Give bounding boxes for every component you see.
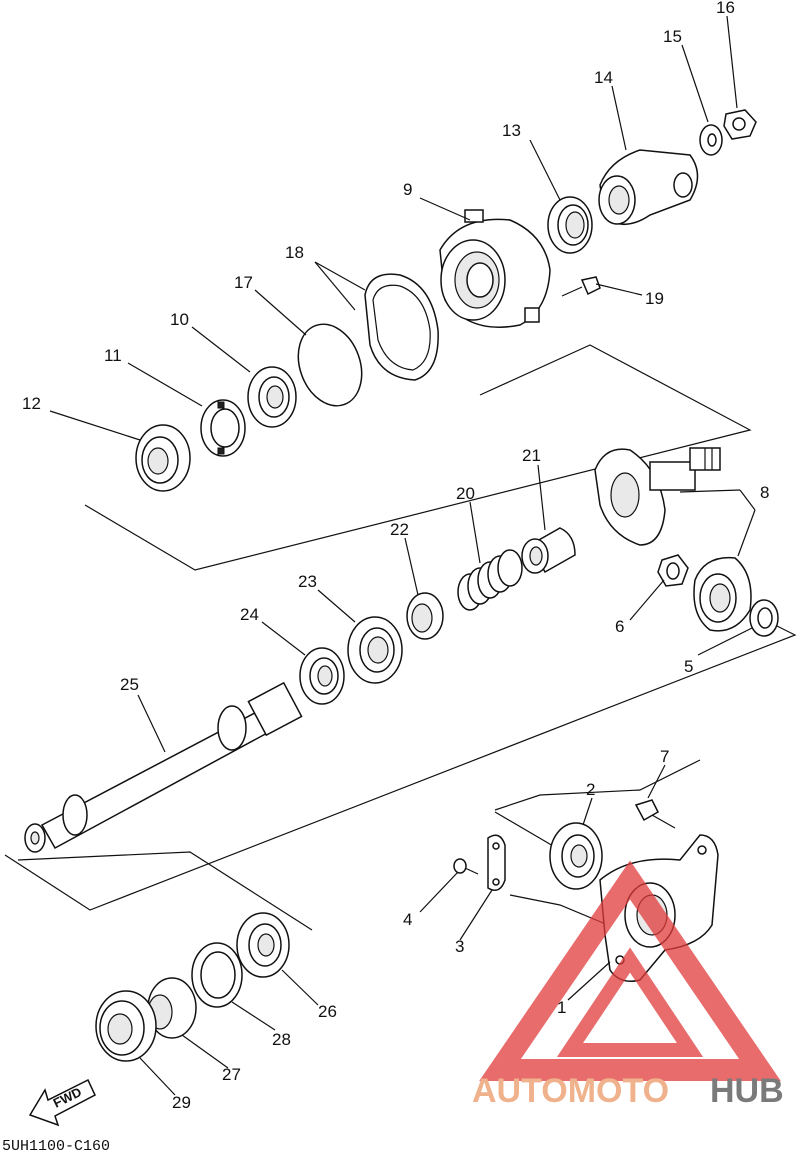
callout-25: 25 <box>120 675 139 694</box>
callout-28: 28 <box>272 1030 291 1049</box>
callout-11: 11 <box>104 346 122 365</box>
middle-group-outline <box>4 624 797 911</box>
part-18-shim <box>364 273 439 381</box>
callout-14: 14 <box>594 68 613 87</box>
part-25-shaft <box>24 681 303 853</box>
part-4-screw <box>453 858 479 875</box>
callout-21: 21 <box>522 446 541 465</box>
part-12-oil-seal <box>135 424 191 492</box>
part-19-bolt <box>561 276 601 297</box>
callout-29: 29 <box>172 1093 191 1112</box>
leader-lines <box>49 15 756 1096</box>
part-7-bolt <box>634 799 676 829</box>
diagram-code: 5UH1100-C160 <box>2 1138 110 1154</box>
callout-12: 12 <box>22 394 41 413</box>
callout-4: 4 <box>403 910 412 929</box>
callout-17: 17 <box>234 273 253 292</box>
part-24-bearing <box>299 647 345 705</box>
part-23-bearing <box>347 616 403 684</box>
lower-right-outline <box>494 759 701 811</box>
callout-7: 7 <box>660 747 669 766</box>
watermark-text-automoto: AUTOMOTO <box>472 1072 669 1110</box>
callout-8: 8 <box>760 483 769 502</box>
callout-15: 15 <box>663 27 682 46</box>
callout-6: 6 <box>615 617 624 636</box>
callout-19: 19 <box>645 289 664 308</box>
part-13-oil-seal <box>547 196 593 254</box>
callout-3: 3 <box>455 937 464 956</box>
part-14-yoke <box>598 149 699 225</box>
part-10-bearing <box>247 366 297 428</box>
part-26-bearing <box>236 912 290 978</box>
callout-20: 20 <box>456 484 475 503</box>
callout-10: 10 <box>170 310 189 329</box>
part-8-gear-set <box>594 447 752 632</box>
fwd-arrow-icon: FWD <box>28 1078 96 1127</box>
callout-1: 1 <box>557 998 566 1017</box>
part-16-nut <box>723 109 757 140</box>
part-22-collar <box>406 592 444 640</box>
lower-right-outline-2 <box>494 811 561 851</box>
part-21-collar <box>521 527 576 574</box>
callout-2: 2 <box>586 780 595 799</box>
part-3-stopper-plate <box>487 834 506 891</box>
callout-9: 9 <box>403 180 412 199</box>
lower-group-outline <box>17 851 313 931</box>
watermark-text-hub: HUB <box>710 1072 784 1110</box>
callout-labels: 16 15 14 13 9 18 17 19 10 11 12 21 8 20 … <box>22 0 769 1112</box>
callout-24: 24 <box>240 605 259 624</box>
callout-16: 16 <box>716 0 735 17</box>
callout-26: 26 <box>318 1002 337 1021</box>
part-9-bearing-housing <box>439 209 551 328</box>
part-20-spring <box>457 549 523 611</box>
callout-5: 5 <box>684 657 693 676</box>
part-29-oil-seal <box>95 990 157 1062</box>
part-28-ring-nut <box>191 942 243 1008</box>
callout-18: 18 <box>285 243 304 262</box>
part-6-nut <box>657 554 689 587</box>
callout-22: 22 <box>390 520 409 539</box>
part-11-ring-nut <box>200 399 246 457</box>
upper-group-outline <box>84 344 752 571</box>
part-17-o-ring <box>297 323 363 407</box>
automotohub-logo-icon <box>479 860 781 1081</box>
part-15-washer <box>699 124 723 156</box>
callout-13: 13 <box>502 121 521 140</box>
part-2-bearing <box>549 822 603 890</box>
callout-27: 27 <box>222 1065 241 1084</box>
callout-23: 23 <box>298 572 317 591</box>
part-5-washer <box>749 599 779 637</box>
